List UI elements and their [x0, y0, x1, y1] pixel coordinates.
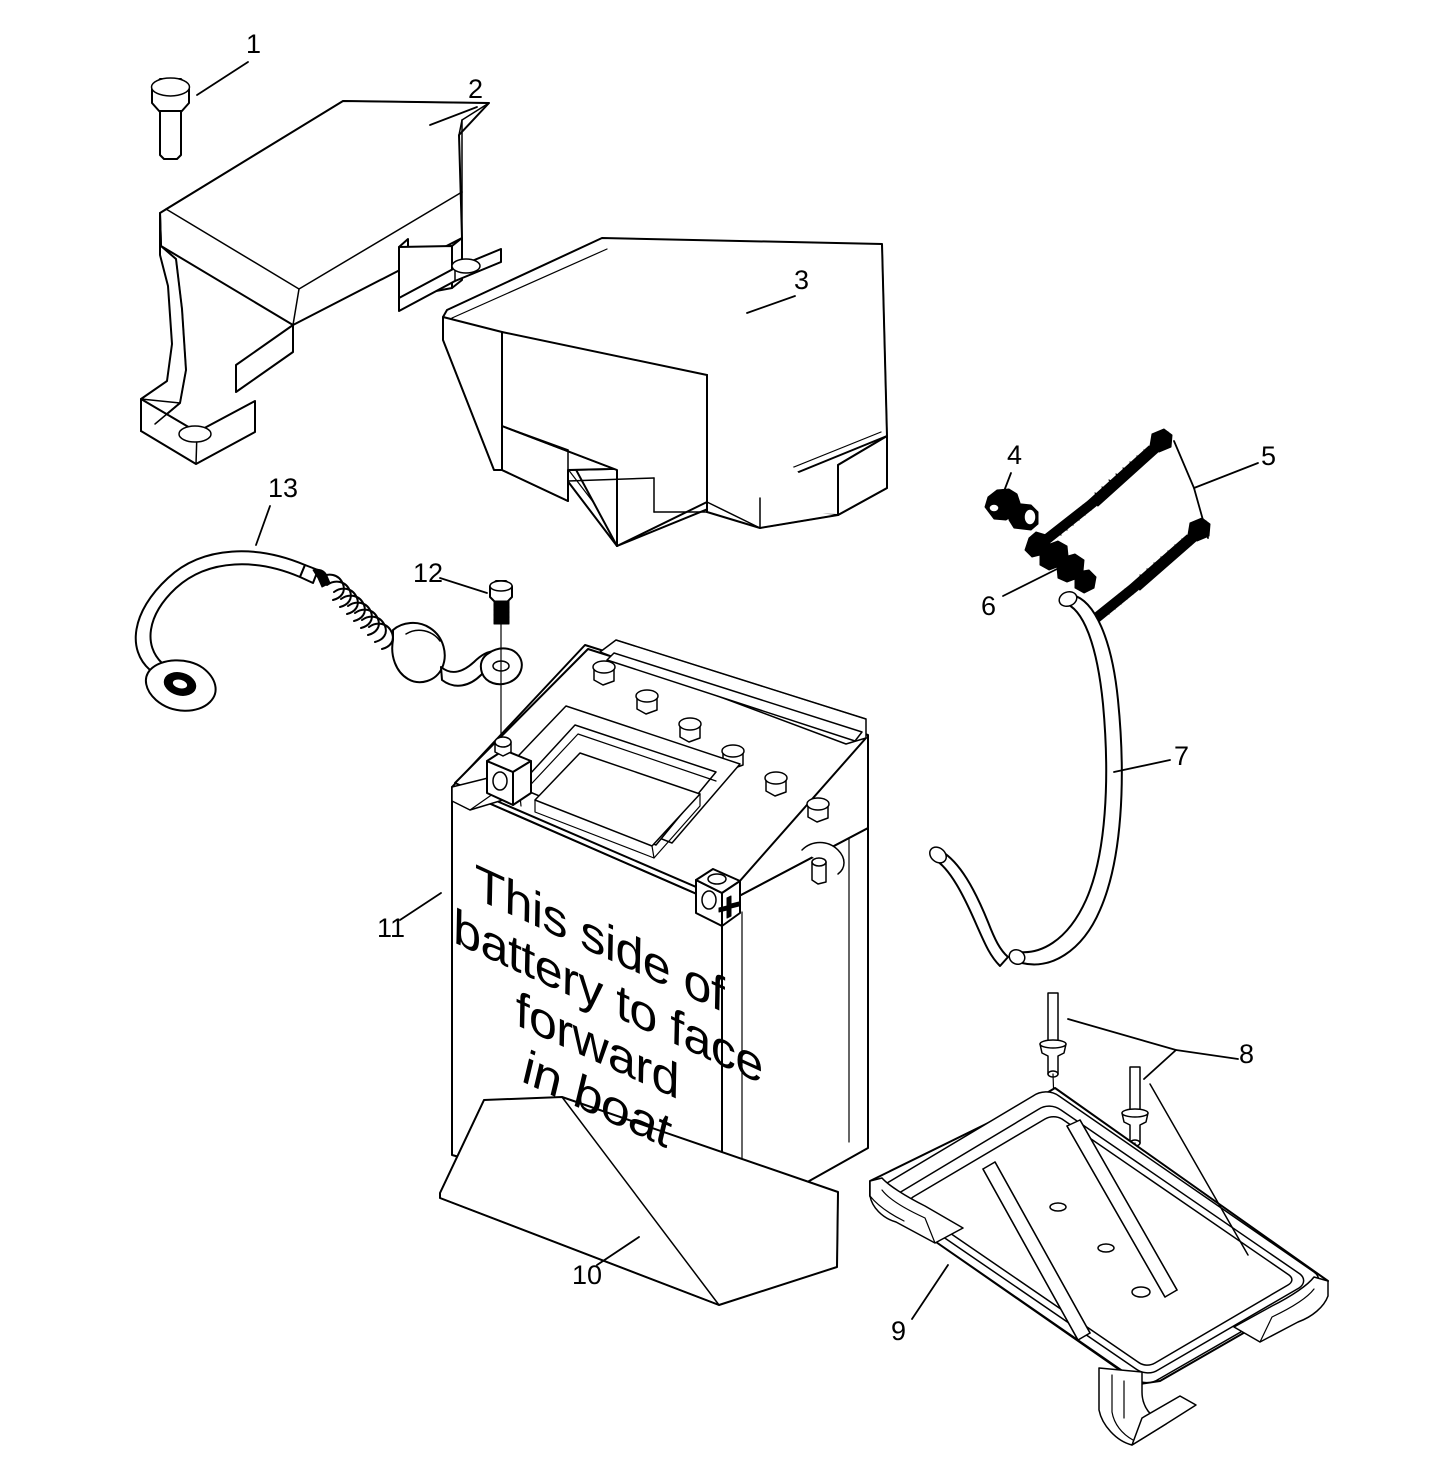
part-13-battery-cable: [134, 550, 523, 712]
part-9-battery-tray: [869, 1083, 1329, 1446]
callout-number-2: 2: [468, 74, 484, 104]
leader-6: [1002, 567, 1060, 597]
callout-number-4: 4: [1007, 440, 1023, 470]
leader-8b: [1143, 1049, 1177, 1080]
callout-number-8: 8: [1239, 1039, 1255, 1069]
leader-9: [911, 1264, 949, 1320]
callout-number-9: 9: [891, 1316, 907, 1346]
callout-number-12: 12: [413, 558, 444, 588]
part-7-vent-tube: [929, 590, 1123, 967]
callout-number-11: 11: [377, 913, 406, 943]
leader-10: [596, 1236, 640, 1266]
leader-5b: [1193, 487, 1209, 539]
callout-number-5: 5: [1261, 441, 1277, 471]
part-2-hold-down-bracket: [140, 100, 502, 465]
leader-13: [255, 505, 271, 546]
part-6-vent-barb-fitting: [1024, 531, 1097, 594]
callout-number-1: 1: [246, 29, 262, 59]
callout-number-10: 10: [572, 1260, 603, 1290]
leader-1: [196, 61, 249, 96]
part-3-battery-cover: [442, 237, 888, 547]
part-10-battery-mat: [439, 1096, 839, 1306]
leader-2: [429, 106, 478, 126]
leader-3: [746, 295, 796, 314]
callout-number-3: 3: [794, 265, 810, 295]
part-8-tray-push-rivets: [1039, 992, 1149, 1293]
callout-number-13: 13: [268, 473, 299, 503]
leader-4: [1000, 472, 1012, 500]
leader-5: [1173, 440, 1259, 489]
callout-leader-lines: [196, 61, 1259, 1320]
callout-number-6: 6: [981, 591, 997, 621]
part-12-terminal-screw: [489, 580, 513, 756]
leader-11: [399, 892, 442, 921]
callout-number-7: 7: [1174, 741, 1190, 771]
part-1-hex-bolt: [150, 77, 191, 160]
part-11-battery: [451, 639, 869, 1231]
leader-7: [1113, 759, 1171, 773]
leader-8: [1067, 1018, 1239, 1060]
part-4-vent-elbow-fitting: [984, 488, 1039, 531]
part-5-mounting-screws: [1039, 428, 1211, 626]
leader-12: [439, 577, 488, 594]
